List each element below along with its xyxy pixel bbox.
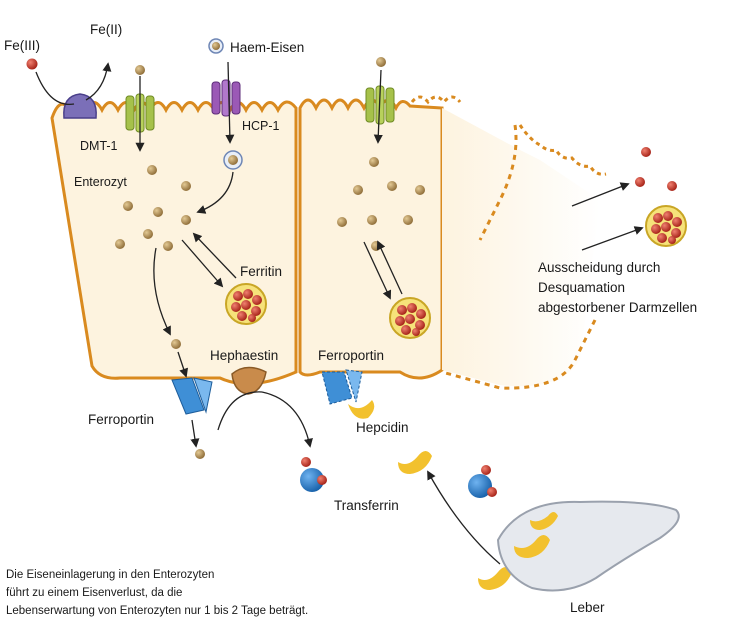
label-ferritin: Ferritin	[240, 264, 282, 279]
reductase	[26, 58, 112, 119]
label-ferroportin-left: Ferroportin	[88, 412, 154, 427]
label-enterozyt: Enterozyt	[74, 175, 127, 189]
transferrin-right	[468, 465, 497, 498]
label-transferrin: Transferrin	[334, 498, 399, 513]
label-hepcidin: Hepcidin	[356, 420, 409, 435]
hepcidin-molecules	[398, 451, 512, 590]
hephaestin	[217, 366, 313, 448]
ferritin-left	[181, 232, 267, 325]
enterocyte-cells	[50, 95, 607, 390]
label-dmt1: DMT-1	[80, 139, 118, 153]
dmt1-transporter-middle	[365, 57, 395, 144]
fe2-ions-left	[115, 165, 191, 349]
label-fe3: Fe(III)	[4, 38, 40, 53]
transferrin-left	[300, 457, 327, 492]
dmt1-transporter	[125, 65, 155, 152]
enterocyte-dying	[442, 108, 600, 387]
liver	[427, 470, 680, 592]
label-haem: Haem-Eisen	[230, 40, 304, 55]
footnote-line-2: führt zu einem Eisenverlust, da die	[6, 587, 182, 599]
excretion-line-1: Ausscheidung durch	[538, 260, 660, 275]
diagram-labels: Fe(III) Fe(II) Haem-Eisen DMT-1 HCP-1 En…	[4, 22, 697, 617]
ferritin-middle	[363, 240, 431, 339]
label-hephaestin: Hephaestin	[210, 348, 278, 363]
excretion-line-2: Desquamation	[538, 280, 625, 295]
ferroportin-middle	[321, 369, 375, 419]
label-hcp1: HCP-1	[242, 119, 280, 133]
desquamation-iron	[571, 147, 687, 251]
footnote-line-3: Lebenserwartung von Enterozyten nur 1 bi…	[6, 605, 308, 617]
label-ferroportin-middle: Ferroportin	[318, 348, 384, 363]
excretion-line-3: abgestorbener Darmzellen	[538, 300, 697, 315]
fe2-ions-middle	[337, 157, 425, 251]
footnote-line-1: Die Eiseneinlagerung in den Enterozyten	[6, 569, 214, 581]
label-fe2: Fe(II)	[90, 22, 122, 37]
ferroportin-left	[171, 377, 213, 459]
hcp1-transporter	[196, 38, 243, 214]
enterocyte-middle	[298, 98, 444, 380]
label-leber: Leber	[570, 600, 605, 615]
fe3-ion	[26, 58, 38, 70]
